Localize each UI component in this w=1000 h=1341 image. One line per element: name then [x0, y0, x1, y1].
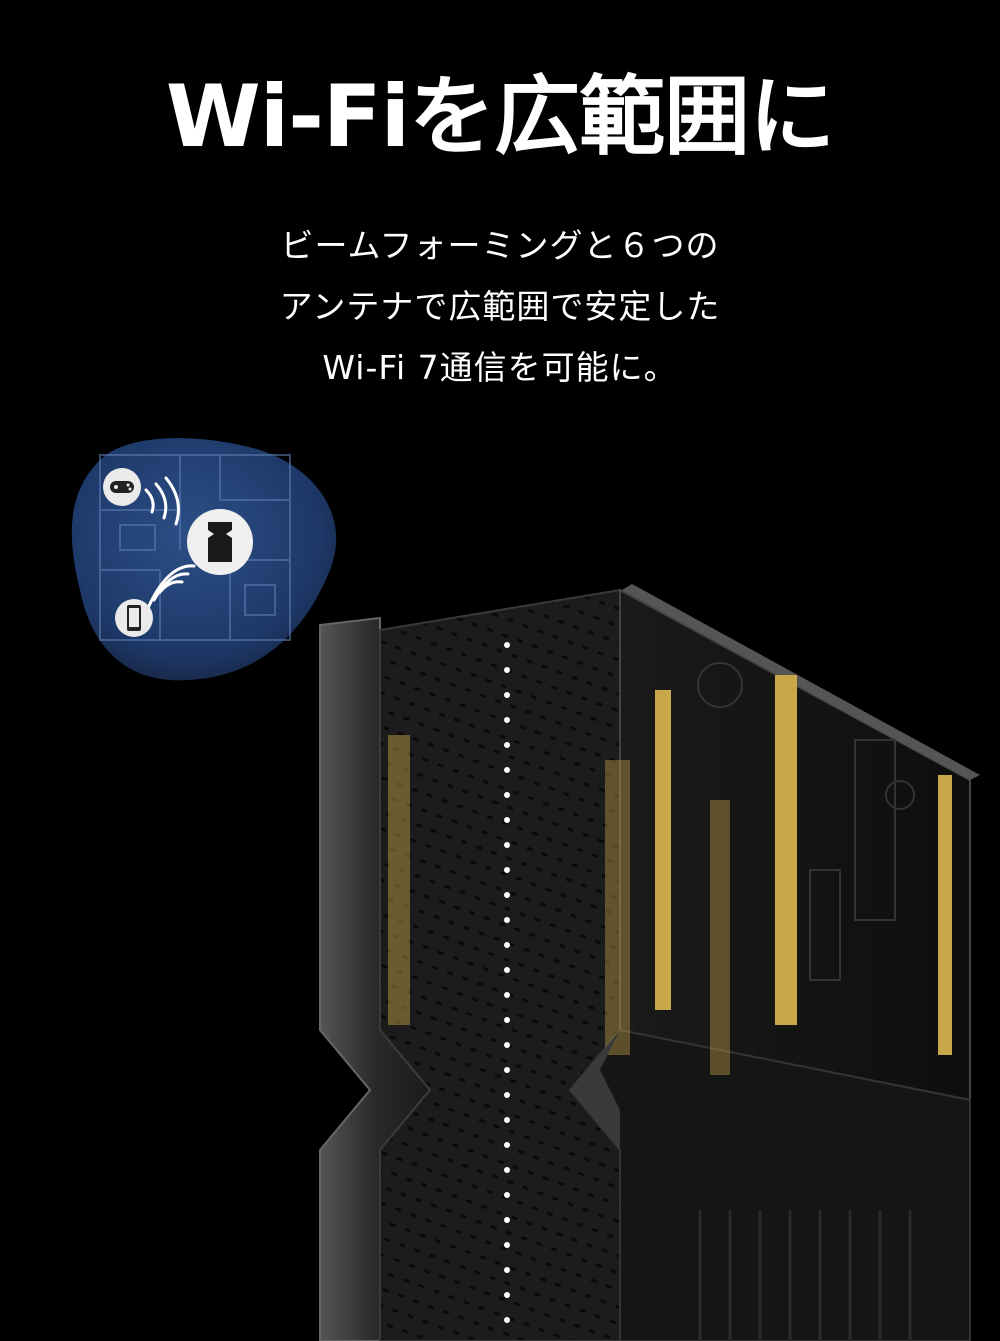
wifi-signal-icon	[144, 476, 180, 526]
antenna-icon	[388, 735, 410, 1025]
description-line-2: アンテナで広範囲で安定した	[279, 287, 721, 326]
coverage-map-illustration	[71, 438, 337, 681]
headline: Wi-Fiを広範囲に	[165, 67, 835, 167]
description-line-3: Wi-Fi 7通信を可能に。	[322, 348, 678, 387]
antenna-icon	[655, 675, 952, 1055]
router-product-image	[319, 584, 980, 1341]
description-line-1: ビームフォーミングと６つの	[280, 226, 720, 265]
description: ビームフォーミングと６つの アンテナで広範囲で安定した Wi-Fi 7通信を可能…	[0, 215, 1000, 398]
led-strip	[504, 642, 510, 1323]
router-front-panel	[379, 588, 621, 1341]
